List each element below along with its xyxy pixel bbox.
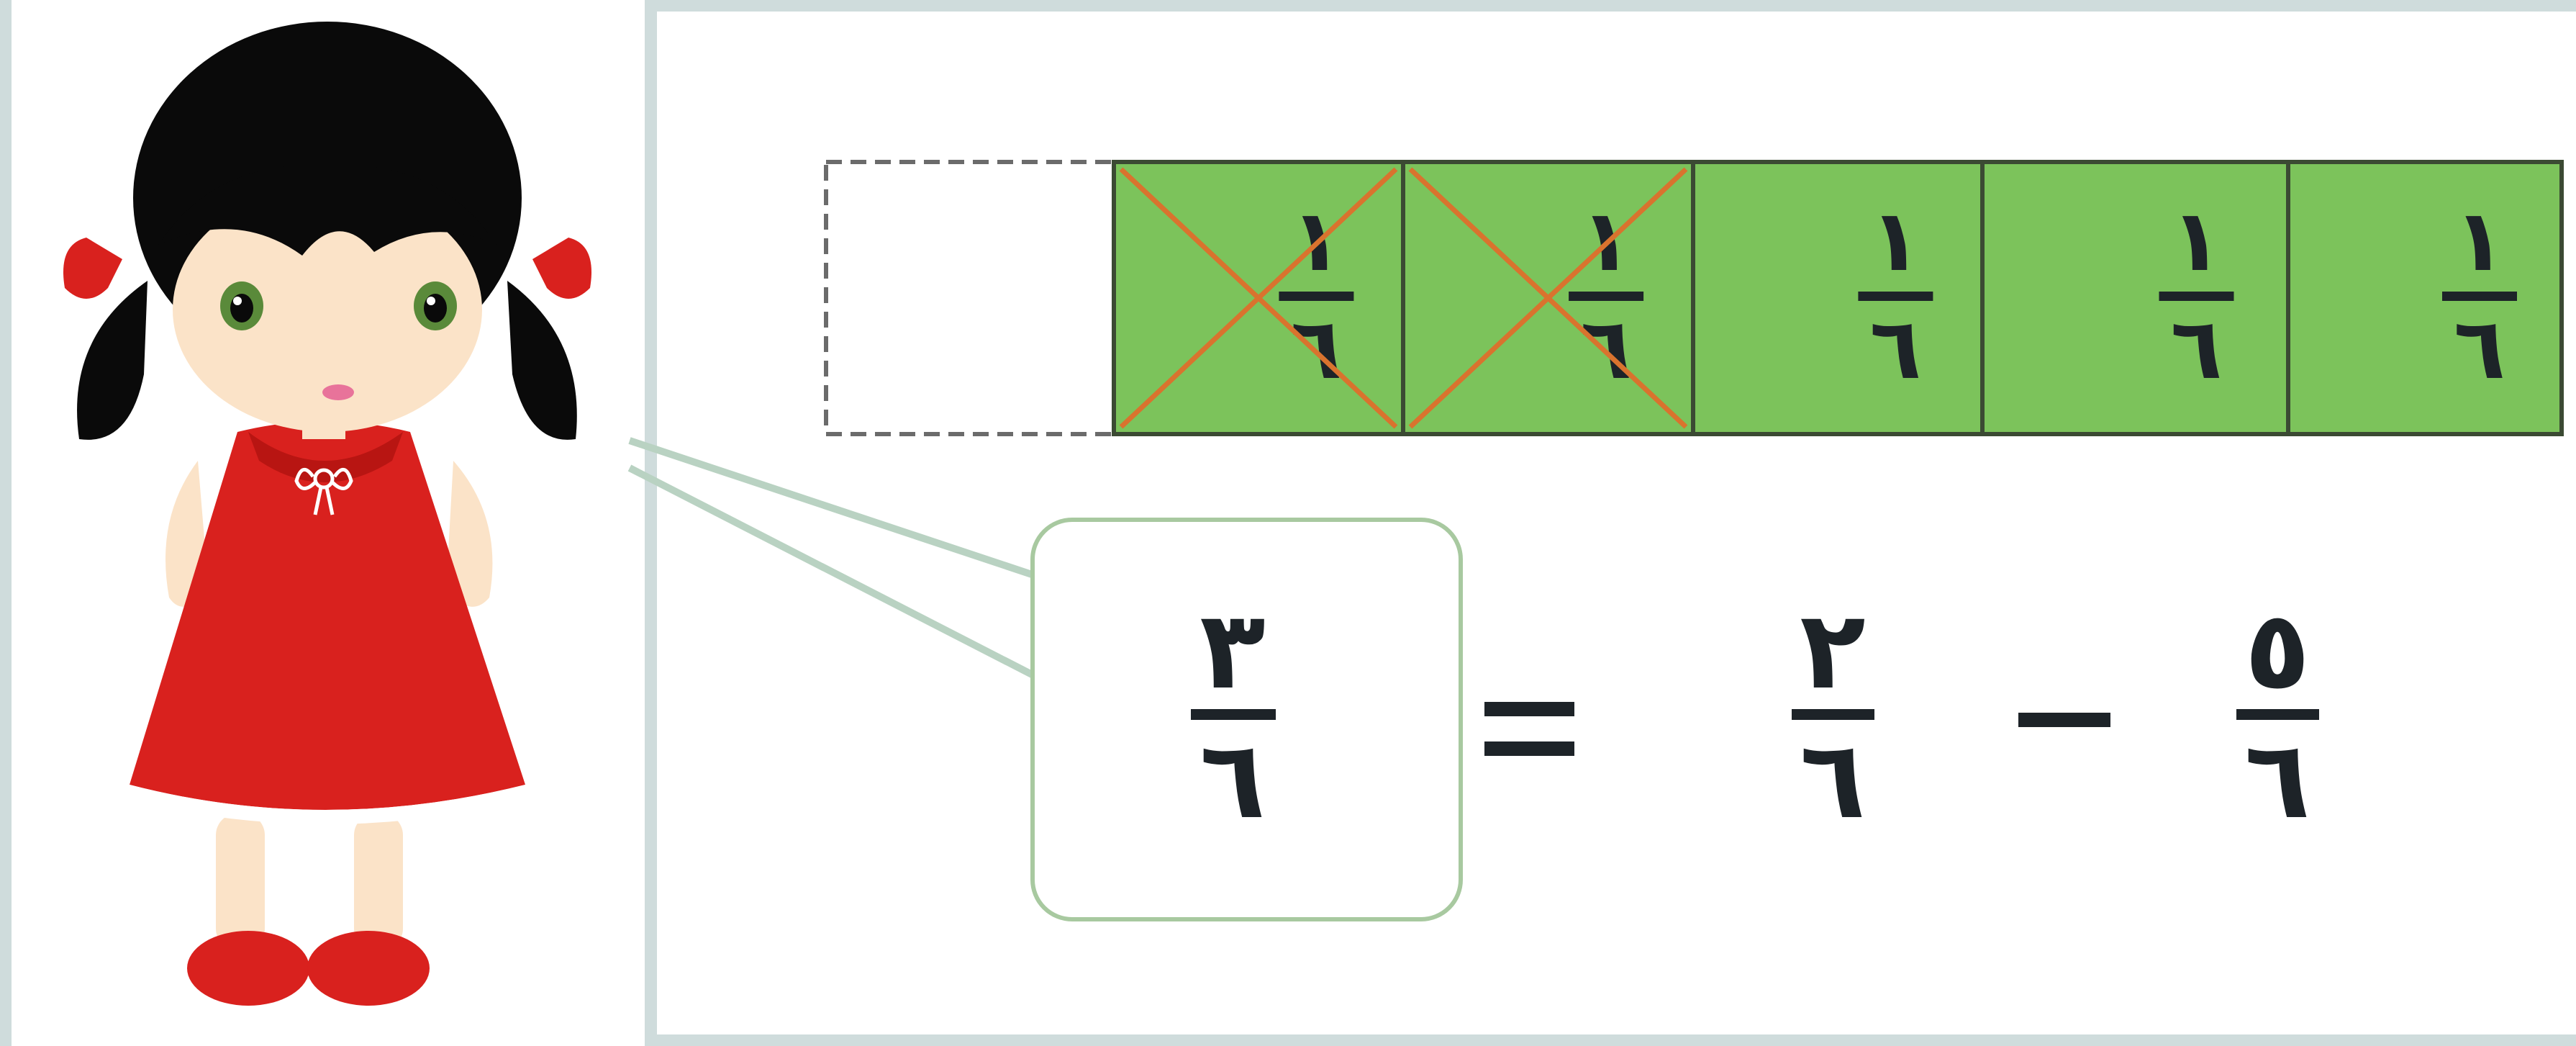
subtrahend-denominator: ٦ <box>1800 718 1866 843</box>
subtrahend-numerator: ٢ <box>1800 588 1866 713</box>
minuend-numerator: ٥ <box>2244 588 2310 713</box>
segment-fraction-bar <box>1279 292 1354 301</box>
minuend-fraction: ٥ ٦ <box>2236 588 2319 843</box>
callout-tail <box>627 437 1038 680</box>
right-shoe <box>307 931 430 1006</box>
segment-denominator: ٦ <box>1580 299 1632 398</box>
segment-numerator: ١ <box>1869 191 1921 290</box>
left-hair-bow <box>63 238 122 299</box>
left-leg <box>216 813 265 950</box>
left-shoe <box>187 931 309 1006</box>
equals-sign <box>1484 702 1574 756</box>
subtrahend-fraction-bar <box>1792 709 1874 720</box>
face <box>173 187 482 432</box>
right-arm <box>446 461 493 607</box>
equation: ٣ ٦ ٢ ٦ ٥ ٦ <box>1191 588 2319 843</box>
cross-mark-icon <box>1408 167 1688 429</box>
segment-fraction-bar <box>2442 292 2517 301</box>
fraction-bar: ١٦١٦١٦١٦١٦ <box>824 160 2564 436</box>
minus-sign <box>2018 713 2110 727</box>
minuend-denominator: ٦ <box>2244 718 2310 843</box>
result-denominator: ٦ <box>1199 718 1266 843</box>
segment-numerator: ١ <box>2454 191 2505 290</box>
subtrahend-fraction: ٢ ٦ <box>1792 588 1874 843</box>
result-fraction: ٣ ٦ <box>1191 588 1276 843</box>
minuend-fraction-bar <box>2236 709 2319 720</box>
cross-mark-icon <box>1119 167 1398 429</box>
bar-segment-crossed: ١٦ <box>1401 160 1695 436</box>
segment-denominator: ٦ <box>1290 299 1342 398</box>
mouth <box>322 384 354 400</box>
bar-segment: ١٦ <box>1980 160 2290 436</box>
bar-segment: ١٦ <box>1691 160 1985 436</box>
segment-denominator: ٦ <box>2170 299 2222 398</box>
bar-segment: ١٦ <box>2286 160 2564 436</box>
dress-hem <box>126 785 529 824</box>
girl-character-icon <box>63 22 591 1006</box>
bangs <box>158 165 496 256</box>
segment-fraction-bar <box>1569 292 1644 301</box>
left-pigtail <box>77 281 148 440</box>
right-leg <box>354 813 403 950</box>
dress <box>130 421 525 810</box>
bar-segment-crossed: ١٦ <box>1112 160 1405 436</box>
segment-denominator: ٦ <box>2454 299 2505 398</box>
segment-fraction-bar <box>1858 292 1933 301</box>
result-fraction-bar <box>1191 709 1276 720</box>
segment-fraction-bar <box>2159 292 2234 301</box>
right-pigtail <box>507 281 577 440</box>
collar <box>248 432 403 482</box>
result-numerator: ٣ <box>1199 588 1266 713</box>
bar-segment-empty <box>824 160 1116 436</box>
bow-icon <box>294 468 353 515</box>
segment-numerator: ١ <box>2170 191 2222 290</box>
segment-denominator: ٦ <box>1869 299 1921 398</box>
right-hair-bow <box>532 238 591 299</box>
